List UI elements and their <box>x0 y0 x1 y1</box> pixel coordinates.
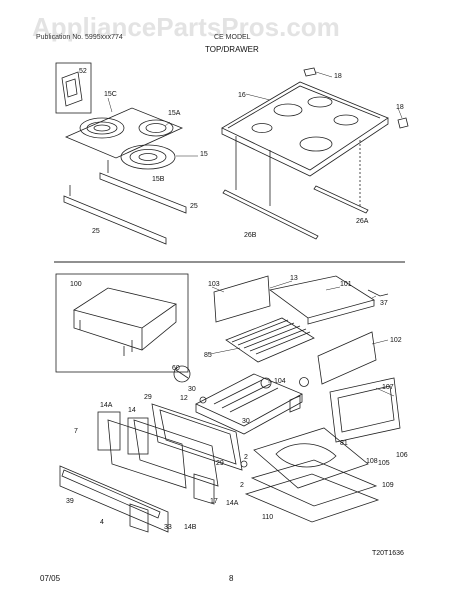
bracket-25-upper <box>99 172 187 214</box>
back-panel-102 <box>317 331 377 385</box>
part-label-15: 15 <box>200 151 208 158</box>
part-label-60: 60 <box>172 365 180 372</box>
part-label-18-top: 18 <box>334 73 342 80</box>
footer-page-number: 8 <box>229 574 234 583</box>
part-label-14a-lower: 14A <box>226 500 239 507</box>
inset-frame-bottom <box>55 273 189 373</box>
part-label-81: 81 <box>340 440 348 447</box>
rear-panel-107 <box>329 377 401 443</box>
screw-60 <box>173 365 191 383</box>
part-label-26b: 26B <box>244 232 257 239</box>
top-panel-101 <box>269 275 375 319</box>
model-heading: CE MODEL <box>214 34 251 41</box>
door-inner <box>151 403 243 471</box>
clip-18-top <box>303 67 317 77</box>
part-label-14: 14 <box>128 407 136 414</box>
part-label-16: 16 <box>238 92 246 99</box>
part-label-107: 107 <box>382 384 394 391</box>
part-label-103: 103 <box>208 281 220 288</box>
gasket-14a-lower <box>193 473 215 505</box>
part-label-2: 2 <box>240 482 244 489</box>
part-label-37: 37 <box>380 300 388 307</box>
wire-37 <box>367 289 389 297</box>
part-label-106: 106 <box>396 452 408 459</box>
part-label-4: 4 <box>100 519 104 526</box>
inset-frame-top <box>55 62 92 114</box>
cooktop-glass <box>221 81 389 171</box>
element-frame-108 <box>253 427 369 489</box>
side-panel-103 <box>213 275 271 323</box>
section-title: TOP/DRAWER <box>205 45 259 54</box>
knob-104b <box>299 377 309 387</box>
gasket-14a <box>97 411 121 451</box>
part-label-29-lower: 29 <box>216 460 224 467</box>
trim-26a <box>313 185 369 214</box>
part-label-52: 52 <box>79 68 87 75</box>
element-tray <box>64 107 184 159</box>
surface-element-15b <box>120 144 176 170</box>
footer-date: 07/05 <box>40 574 61 583</box>
diagram-code: T20T1636 <box>372 550 404 557</box>
part-label-15b: 15B <box>152 176 165 183</box>
part-label-12: 12 <box>180 395 188 402</box>
part-label-17: 17 <box>210 498 218 505</box>
part-label-110: 110 <box>262 514 274 521</box>
part-label-13: 13 <box>290 275 298 282</box>
part-label-85: 85 <box>204 352 212 359</box>
door-handle <box>61 469 161 519</box>
part-label-25-lower: 25 <box>92 228 100 235</box>
part-label-109: 109 <box>382 482 394 489</box>
watermark: AppliancePartsPros.com <box>32 12 340 42</box>
bottom-plate-110 <box>244 473 380 523</box>
part-label-15a: 15A <box>168 110 181 117</box>
surface-element-15a <box>138 119 174 137</box>
part-label-102: 102 <box>390 337 402 344</box>
part-label-30-lower: 30 <box>242 418 250 425</box>
bottom-plate-109 <box>250 459 378 507</box>
bracket-25-lower <box>63 195 167 245</box>
part-label-100: 100 <box>70 281 82 288</box>
part-label-15c: 15C <box>104 91 117 98</box>
knob-104a <box>260 377 272 389</box>
part-label-30-upper: 30 <box>188 386 196 393</box>
door-front-panel <box>59 465 169 533</box>
gasket-14 <box>127 417 149 455</box>
part-label-104: 104 <box>274 378 286 385</box>
gasket-14b <box>129 503 149 533</box>
part-label-105: 105 <box>378 460 390 467</box>
part-label-7: 7 <box>74 428 78 435</box>
part-label-101: 101 <box>340 281 352 288</box>
surface-element-15c <box>79 117 125 139</box>
control-knob-part <box>61 71 83 107</box>
part-label-108: 108 <box>366 458 378 465</box>
part-label-2-upper: 2 <box>244 454 248 461</box>
clip-18-right <box>397 117 409 129</box>
part-label-33: 33 <box>164 524 172 531</box>
door-glass <box>133 419 219 487</box>
part-label-26a: 26A <box>356 218 369 225</box>
drawer-insulation <box>73 287 177 329</box>
part-label-18-right: 18 <box>396 104 404 111</box>
part-label-14a: 14A <box>100 402 113 409</box>
trim-26b <box>222 189 319 240</box>
part-label-39: 39 <box>66 498 74 505</box>
oven-rack <box>225 317 315 363</box>
part-label-25-upper: 25 <box>190 203 198 210</box>
publication-number: Publication No. 5995xxx774 <box>36 34 123 41</box>
part-label-14b: 14B <box>184 524 197 531</box>
part-label-29: 29 <box>144 394 152 401</box>
